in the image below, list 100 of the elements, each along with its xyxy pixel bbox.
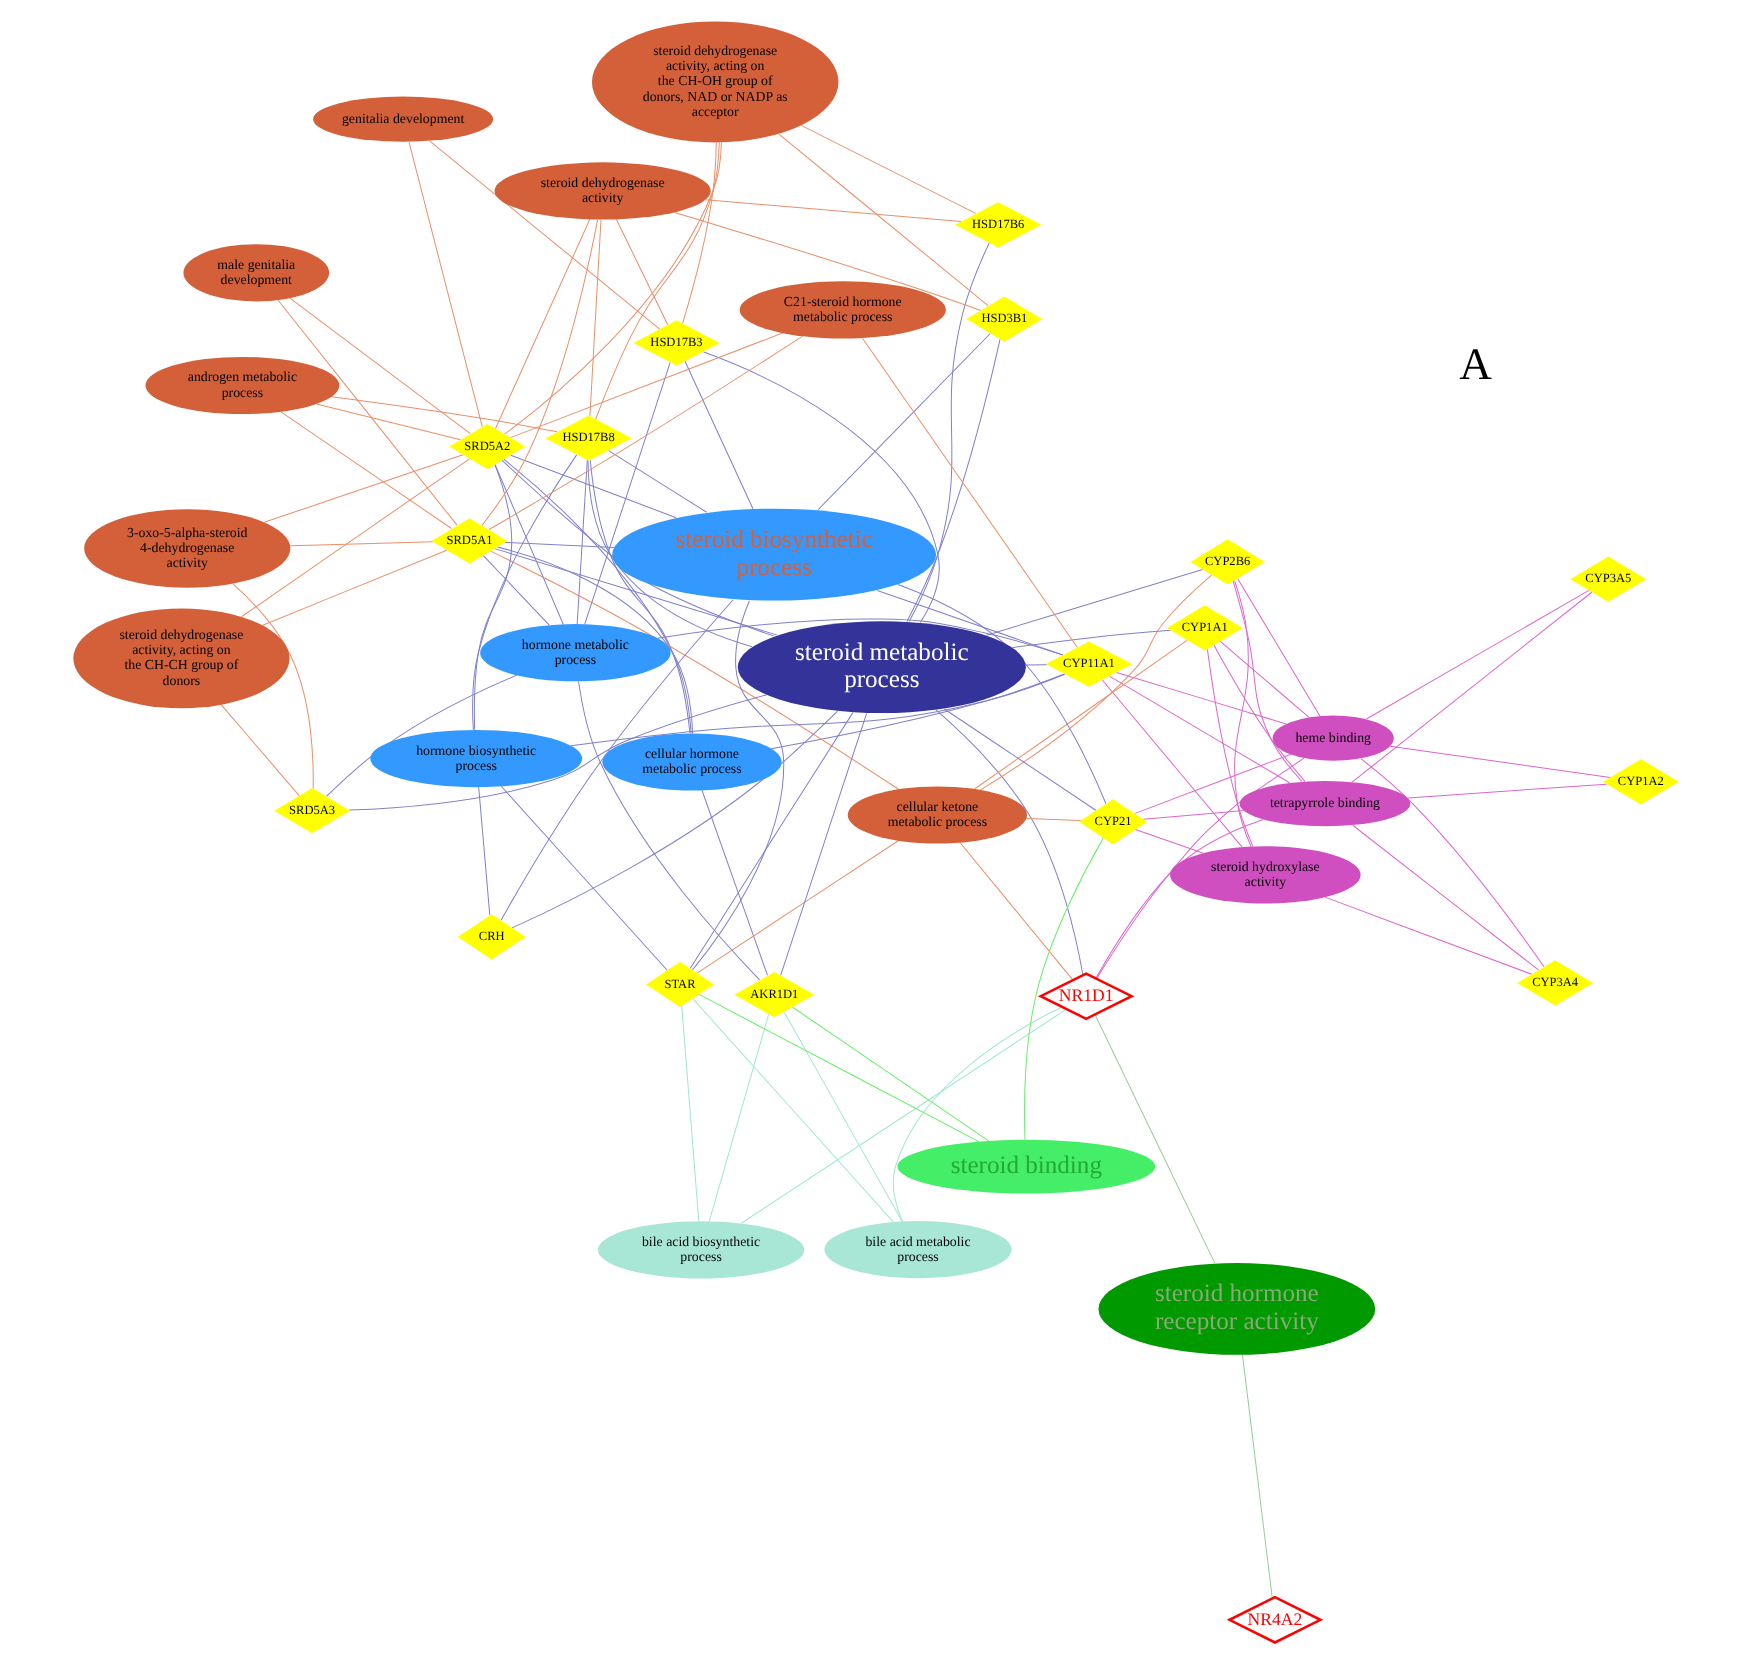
- connector: [1242, 1354, 1273, 1599]
- connector: [511, 710, 839, 929]
- connector: [908, 242, 990, 623]
- node-ellipse: steroid metabolic process: [737, 621, 1026, 714]
- node-ellipse: steroid hormone receptor activity: [1098, 1263, 1376, 1355]
- connector: [1101, 679, 1243, 848]
- connector: [986, 569, 1204, 636]
- connector: [570, 673, 1066, 747]
- connector: [1407, 783, 1607, 799]
- connector: [277, 299, 458, 526]
- connector: [500, 785, 668, 971]
- connector: [478, 786, 491, 916]
- connector: [263, 454, 464, 523]
- connector: [503, 458, 692, 734]
- connector: [494, 464, 564, 625]
- connector: [817, 333, 991, 511]
- node-ellipse: steroid binding: [897, 1139, 1156, 1194]
- connector: [792, 1006, 990, 1142]
- connector: [692, 998, 894, 1223]
- connector: [684, 361, 754, 510]
- connector: [220, 704, 300, 797]
- connector: [800, 124, 977, 214]
- connector: [481, 219, 599, 526]
- connector: [935, 709, 1084, 976]
- connector: [783, 1011, 903, 1222]
- connector: [708, 1013, 770, 1222]
- connector: [1109, 675, 1291, 784]
- connector: [740, 1008, 1068, 1224]
- node-ellipse: steroid biosynthetic process: [612, 508, 937, 601]
- connector: [473, 464, 513, 731]
- connector: [1142, 810, 1245, 820]
- connector: [348, 694, 767, 811]
- connector: [696, 840, 899, 974]
- connector: [488, 335, 803, 531]
- connector: [1026, 817, 1082, 821]
- connector: [702, 351, 940, 623]
- node-diamond: NR4A2: [1226, 1595, 1324, 1644]
- connector: [656, 618, 1064, 656]
- connector: [1237, 578, 1321, 717]
- connector: [980, 574, 1213, 791]
- connector: [906, 338, 1001, 622]
- node-diamond: NR1D1: [1037, 972, 1135, 1021]
- connector: [497, 546, 694, 734]
- connector: [1389, 745, 1611, 778]
- connector: [615, 218, 669, 326]
- connector: [495, 218, 591, 429]
- connector: [705, 199, 962, 223]
- connector: [241, 458, 470, 618]
- connector: [1025, 664, 1048, 666]
- connector: [1024, 837, 1104, 1141]
- connector: [1232, 580, 1303, 782]
- connector: [325, 674, 518, 797]
- connector: [778, 133, 989, 307]
- connector: [262, 549, 448, 626]
- connector: [1096, 757, 1305, 980]
- connector: [876, 589, 1064, 656]
- connector: [584, 361, 671, 625]
- connector: [1234, 580, 1252, 848]
- connector: [608, 450, 708, 513]
- connector: [504, 542, 615, 548]
- connector: [494, 548, 778, 636]
- connector: [316, 403, 461, 441]
- connector: [589, 459, 691, 734]
- connector: [943, 708, 1097, 811]
- connector: [587, 460, 753, 648]
- label: A: [1459, 339, 1492, 390]
- connector: [1219, 640, 1310, 718]
- connector: [862, 337, 1078, 648]
- connector: [472, 454, 578, 731]
- connector: [698, 993, 980, 1143]
- connector: [780, 712, 868, 976]
- connector: [232, 583, 314, 789]
- connector: [510, 332, 783, 439]
- connector: [674, 211, 982, 311]
- connector: [1134, 753, 1292, 814]
- connector: [770, 673, 1065, 750]
- connector: [1324, 896, 1533, 975]
- connector: [1094, 1014, 1216, 1264]
- connector: [1011, 629, 1171, 649]
- connector: [589, 219, 602, 417]
- connector: [510, 454, 677, 519]
- connector: [1351, 591, 1593, 783]
- connector: [959, 842, 1074, 981]
- connector: [1095, 818, 1264, 979]
- connector: [1116, 671, 1287, 725]
- connector: [1360, 758, 1545, 968]
- connector: [408, 141, 483, 428]
- connector: [1365, 589, 1590, 720]
- connector: [1352, 824, 1539, 971]
- connector: [1134, 829, 1204, 854]
- connector: [280, 411, 452, 530]
- connector: [429, 140, 661, 330]
- connector: [331, 396, 558, 433]
- connector: [897, 584, 1107, 805]
- connector: [701, 790, 768, 976]
- connector: [892, 1006, 1063, 1222]
- connector: [578, 680, 761, 981]
- connector: [681, 1005, 700, 1222]
- connector: [692, 600, 785, 971]
- connector: [500, 599, 734, 921]
